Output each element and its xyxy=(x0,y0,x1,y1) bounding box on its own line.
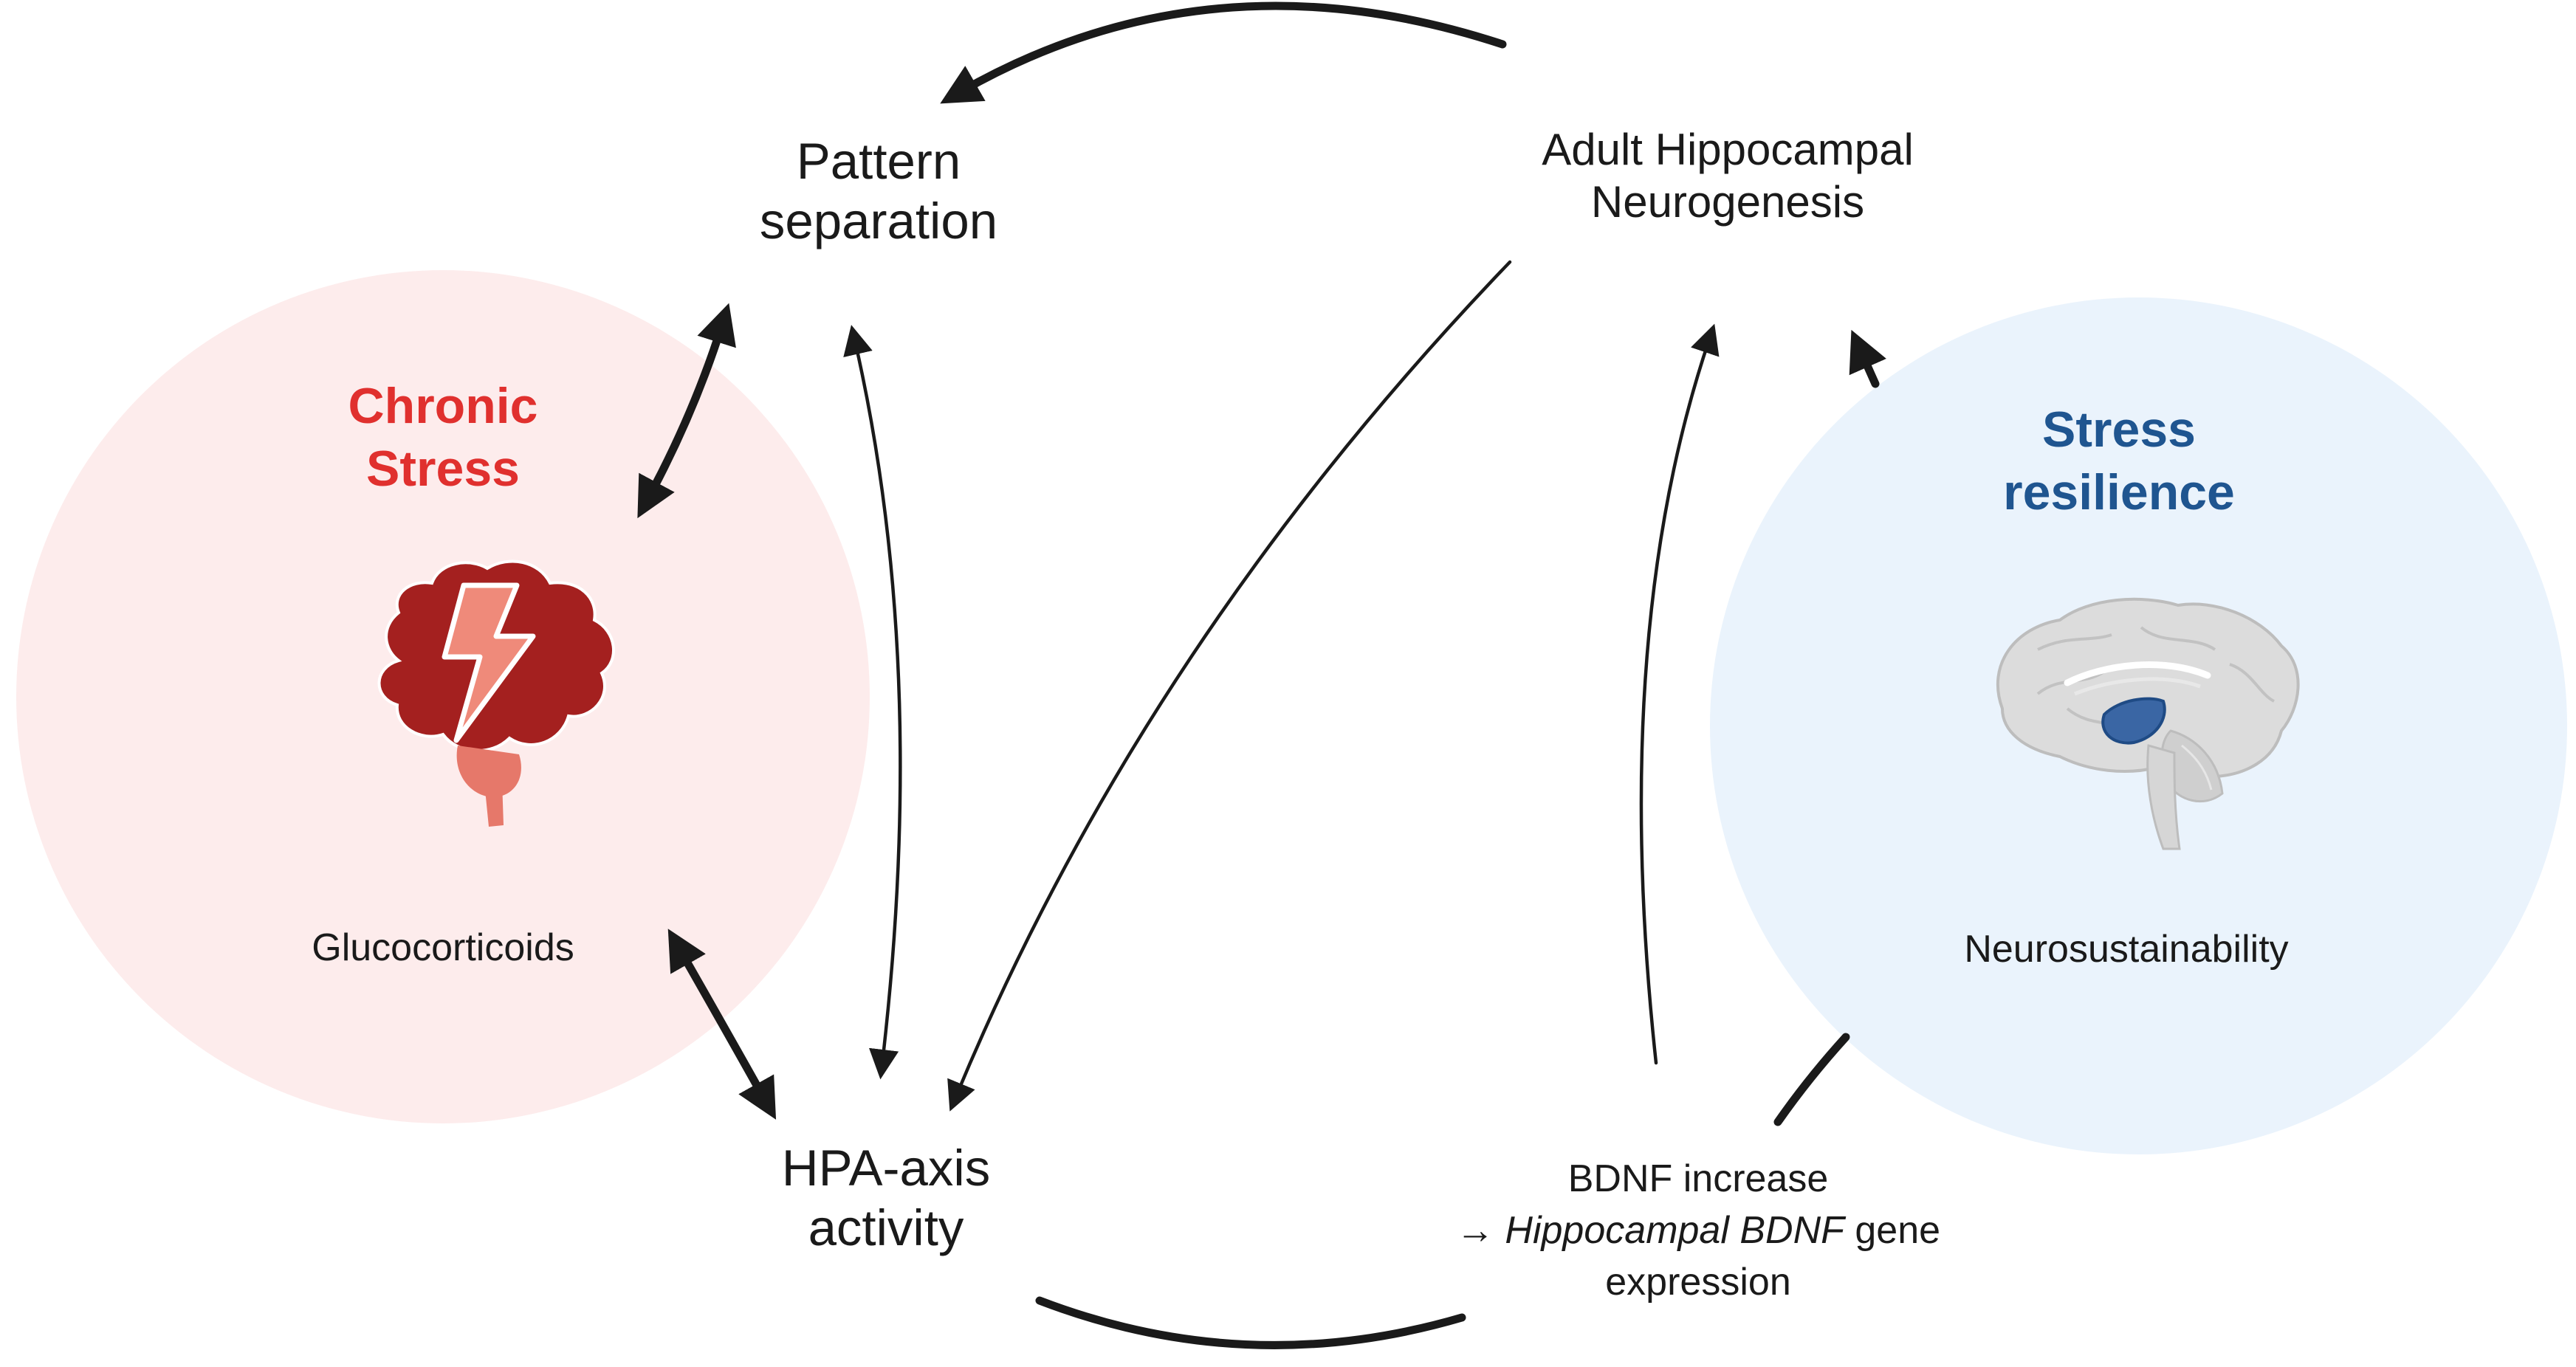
bdnf-node: BDNF increase → Hippocampal BDNF gene ex… xyxy=(1329,1153,2067,1309)
adult-neurogenesis-line2: Neurogenesis xyxy=(1590,176,1865,227)
brain-hippocampus-icon xyxy=(1996,597,2300,850)
chronic-stress-title-line1: Chronic xyxy=(348,378,538,434)
stress-resilience-title-line2: resilience xyxy=(2003,464,2235,520)
bdnf-line3: expression xyxy=(1605,1261,1791,1304)
arrow-ahn-to-hpa xyxy=(947,260,1512,1112)
arrow-pattern-hpa xyxy=(843,325,902,1080)
arrow-ahn-to-pattern xyxy=(940,1,1507,104)
stress-resilience-title: Stress resilience xyxy=(1890,399,2348,524)
pattern-separation-line2: separation xyxy=(759,193,998,250)
arrow-resilience-to-ahn xyxy=(1849,329,1886,388)
hpa-axis-node: HPA-axis activity xyxy=(650,1138,1122,1258)
adult-neurogenesis-line1: Adult Hippocampal xyxy=(1542,125,1914,174)
adult-neurogenesis-node: Adult Hippocampal Neurogenesis xyxy=(1418,124,2038,229)
neurosustainability-label: Neurosustainability xyxy=(1964,928,2289,971)
hpa-axis-line2: activity xyxy=(808,1199,964,1257)
chronic-stress-title-line2: Stress xyxy=(366,441,520,497)
bdnf-gene-italic: Hippocampal BDNF xyxy=(1505,1209,1844,1253)
arc-hpa-bdnf xyxy=(1035,1296,1466,1349)
pattern-separation-line1: Pattern xyxy=(796,133,961,190)
brain-lightning-icon xyxy=(377,559,615,827)
bdnf-arrow-glyph: → xyxy=(1455,1209,1505,1253)
arrow-gluco-hpa xyxy=(667,929,777,1120)
arrow-bdnf-to-ahn xyxy=(1639,323,1720,1065)
glucocorticoids-label: Glucocorticoids xyxy=(312,926,574,969)
bdnf-gene-rest: gene xyxy=(1844,1209,1941,1253)
bdnf-line1: BDNF increase xyxy=(1567,1157,1829,1200)
hpa-axis-line1: HPA-axis xyxy=(781,1140,991,1196)
arc-resilience-to-bdnf xyxy=(1773,1033,1850,1126)
bdnf-line2: → Hippocampal BDNF gene xyxy=(1329,1205,2067,1256)
arrow-stress-pattern xyxy=(637,303,736,519)
pattern-separation-node: Pattern separation xyxy=(650,131,1107,252)
chronic-stress-title: Chronic Stress xyxy=(221,375,664,500)
stress-resilience-title-line1: Stress xyxy=(2042,402,2196,458)
